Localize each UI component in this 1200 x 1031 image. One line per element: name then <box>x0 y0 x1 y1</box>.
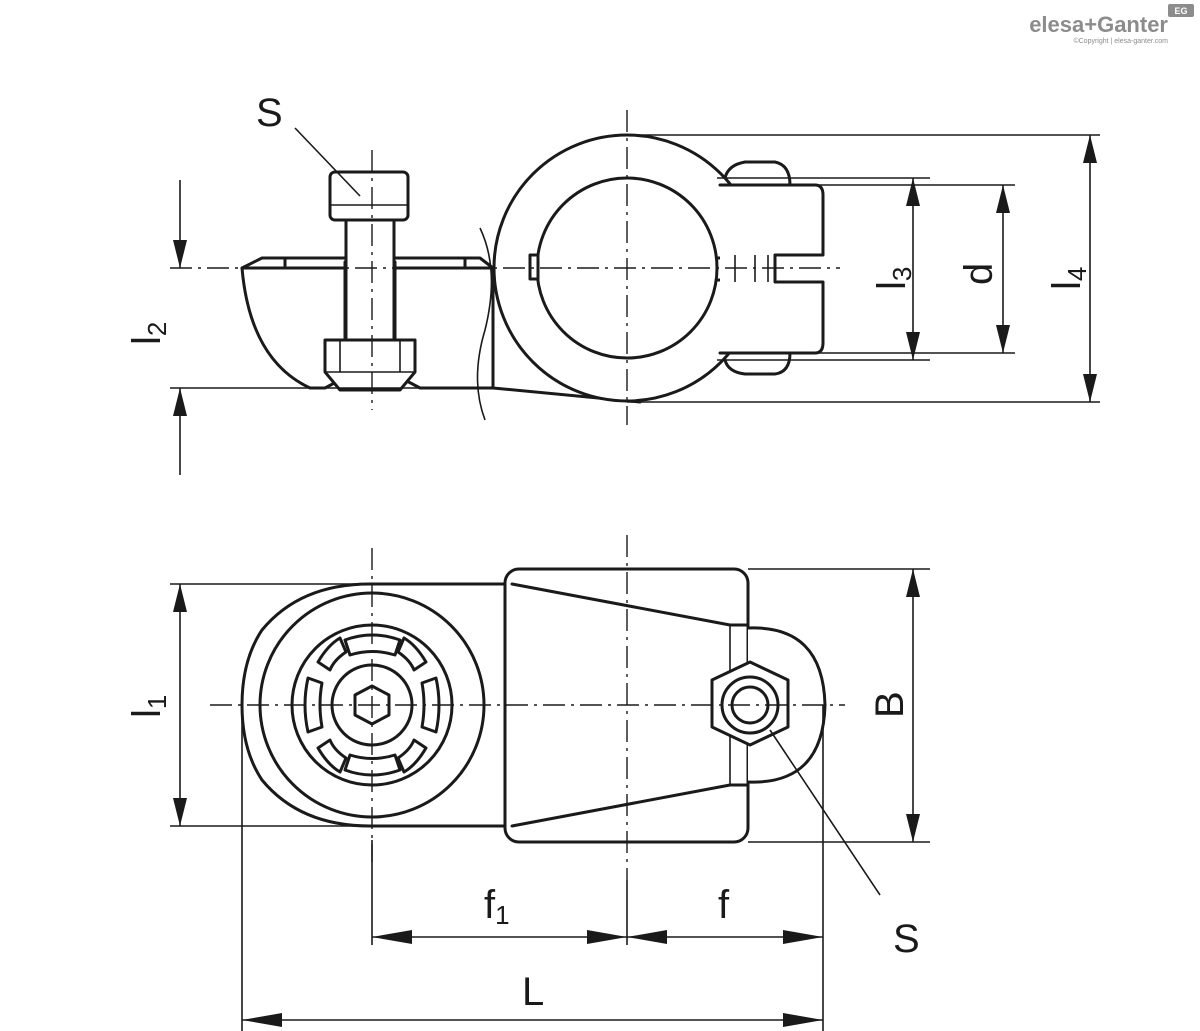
knob-recesses <box>303 633 441 777</box>
logo-badge-bg <box>1168 4 1194 17</box>
dim-B: B <box>868 569 920 842</box>
dim-f1: f1 <box>372 883 627 944</box>
dim-f: f <box>627 883 823 944</box>
break-line-top <box>476 227 493 421</box>
logo-copyright: ©Copyright | elesa-ganter.com <box>1073 37 1168 45</box>
label-l4: l4 <box>1045 267 1092 290</box>
dim-l4: l4 <box>1045 135 1097 402</box>
section-view <box>170 110 1100 425</box>
label-d: d <box>957 263 1001 285</box>
dim-L: L <box>242 970 823 1027</box>
dim-l2: l2 <box>125 180 187 475</box>
label-l2: l2 <box>125 322 172 345</box>
label-s-top: S <box>256 91 283 135</box>
label-l3: l3 <box>870 267 917 290</box>
dim-l3: l3 <box>870 178 920 360</box>
logo-badge-text: EG <box>1174 6 1187 16</box>
brand-logo: elesa+Ganter EG ©Copyright | elesa-gante… <box>1029 4 1194 45</box>
logo-text: elesa+Ganter <box>1029 12 1168 37</box>
label-f1: f1 <box>484 883 510 930</box>
screw-head <box>328 170 410 222</box>
dim-l1: l1 <box>125 584 187 826</box>
dim-d: d <box>957 185 1010 353</box>
label-L: L <box>522 970 544 1014</box>
label-f: f <box>718 883 730 927</box>
label-l1: l1 <box>125 695 172 718</box>
plan-view <box>170 535 930 1031</box>
label-B: B <box>868 691 912 718</box>
hex-nut-section <box>323 338 417 392</box>
screw-shank <box>344 218 396 342</box>
label-s-bottom: S <box>893 917 920 961</box>
